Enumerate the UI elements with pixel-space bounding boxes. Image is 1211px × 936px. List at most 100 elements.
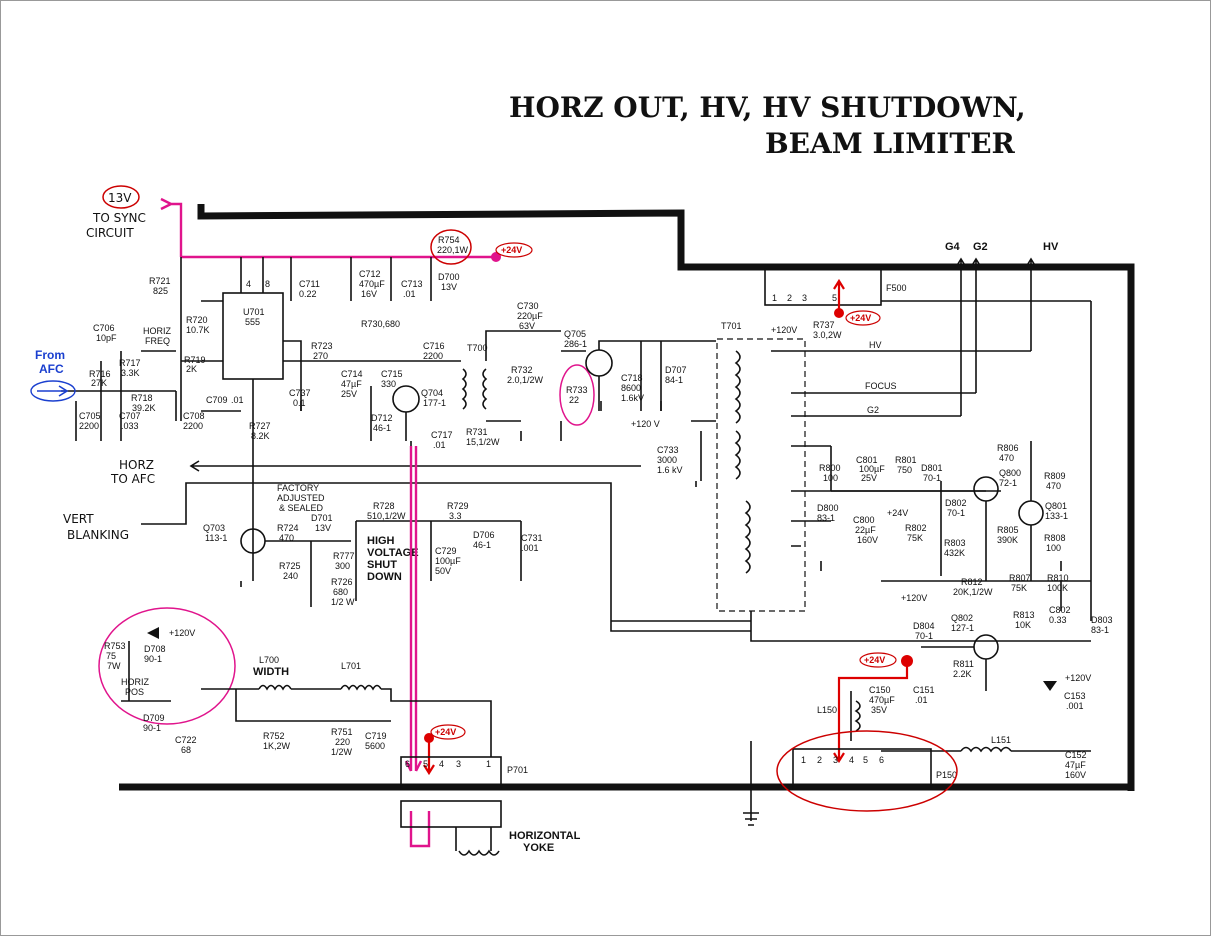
c718-value: 8600: [621, 383, 641, 393]
plus24-a: +24V: [501, 245, 522, 255]
plus24-a-mark: [495, 242, 533, 258]
r753-label: R753: [104, 641, 126, 651]
d708-value: 90-1: [144, 654, 162, 664]
c737-label: C737: [289, 388, 311, 398]
t701-coils: [734, 350, 751, 574]
d709-label: D709: [143, 713, 165, 723]
d700-label: D700: [438, 272, 460, 282]
c801-value: 100µF: [859, 464, 885, 474]
c730-volt: 63V: [519, 321, 535, 331]
vert-blanking-1: VERT: [63, 512, 94, 526]
r729-value: 3.3: [449, 511, 462, 521]
r811-label: R811: [953, 659, 974, 669]
r754-label: R754: [438, 235, 460, 245]
c719-label: C719: [365, 731, 387, 741]
horizontal-yoke-1: HORIZONTAL: [509, 830, 581, 842]
q703-value: 113-1: [205, 533, 227, 543]
vert-blanking-line: [141, 482, 751, 632]
u701-chip: [222, 292, 284, 380]
r719-value: 2K: [186, 364, 197, 374]
r812-label: R812: [961, 577, 983, 587]
r810-value: 100K: [1047, 583, 1068, 593]
horz-to-afc-1: HORZ: [119, 458, 154, 472]
r813-label: R813: [1013, 610, 1035, 620]
r727-label: R727: [249, 421, 271, 431]
r728-label: R728: [373, 501, 395, 511]
plus120-b: +120 V: [631, 419, 660, 429]
c800-label: C800: [853, 515, 875, 525]
u701-pin-8: 8: [265, 279, 270, 289]
r754-value: 220,1W: [437, 245, 469, 255]
l700-label: L700: [259, 655, 279, 665]
to-sync-label-1: TO SYNC: [92, 211, 146, 225]
c714-volt: 25V: [341, 389, 357, 399]
r716-label: R716: [89, 369, 111, 379]
r803-label: R803: [944, 538, 966, 548]
factory-3: & SEALED: [279, 503, 324, 513]
c716-value: 2200: [423, 351, 443, 361]
c729-volt: 50V: [435, 566, 451, 576]
f500-24v-node: [834, 308, 844, 318]
u701-pin-4: 4: [246, 279, 251, 289]
r753-power: 7W: [107, 661, 121, 671]
title-line-1: HORZ OUT, HV, HV SHUTDOWN,: [509, 91, 1026, 124]
high-voltage-1: HIGH: [367, 535, 395, 547]
r723-value: 270: [313, 351, 328, 361]
q802-label: Q802: [951, 613, 973, 623]
p701-connector: [400, 756, 502, 790]
r751-label: R751: [331, 727, 353, 737]
r777-label: R777: [333, 551, 355, 561]
q801-value: 133-1: [1045, 511, 1068, 521]
r719-label: R719: [184, 355, 206, 365]
c801-volt: 25V: [861, 473, 877, 483]
p701-24v-node: [424, 733, 434, 743]
to-sync-label-2: CIRCUIT: [86, 226, 134, 240]
r807-label: R807: [1009, 573, 1031, 583]
r807-value: 75K: [1011, 583, 1027, 593]
r777-value: 300: [335, 561, 350, 571]
r808-label: R808: [1044, 533, 1066, 543]
chassis-border-top: [197, 204, 1135, 791]
width-coil-wiring: [121, 641, 492, 757]
horiz-pos-mark: [98, 607, 236, 725]
r716-value: 27K: [91, 378, 107, 388]
horiz-pos-2: POS: [125, 687, 144, 697]
p150-pin-4: 4: [849, 755, 854, 765]
p701-24v-feed: [423, 739, 435, 776]
r752-label: R752: [263, 731, 285, 741]
c152-volt: 160V: [1065, 770, 1086, 780]
c153-value: .001: [1066, 701, 1084, 711]
r717-label: R717: [119, 358, 141, 368]
p150-mark: [776, 730, 958, 812]
yoke-plug: [400, 800, 502, 828]
f500-pin-1: 1: [772, 293, 777, 303]
c718-label: C718: [621, 373, 643, 383]
p701-pin-3: 3: [456, 759, 461, 769]
d701-label: D701: [311, 513, 333, 523]
f500-connector: [764, 268, 882, 306]
r718-label: R718: [131, 393, 153, 403]
r721-label: R721: [149, 276, 171, 286]
d803-label: D803: [1091, 615, 1113, 625]
r720-value: 10.7K: [186, 325, 210, 335]
ground-symbol: [743, 741, 759, 826]
r808-value: 100: [1046, 543, 1061, 553]
plus120-d-arrow-icon: [1043, 681, 1057, 691]
c731-value: .001: [521, 543, 539, 553]
q802-transistor: [973, 634, 999, 660]
t701-label: T701: [721, 321, 742, 331]
d801-value: 70-1: [923, 473, 941, 483]
plus24-c-mark: [859, 652, 897, 668]
left-input-wiring: [61, 350, 241, 441]
focus-label: FOCUS: [865, 381, 897, 391]
r812-value: 20K,1/2W: [953, 587, 993, 597]
r809-value: 470: [1046, 481, 1061, 491]
t701-flyback: [716, 338, 806, 612]
r729-label: R729: [447, 501, 469, 511]
r806-value: 470: [999, 453, 1014, 463]
d706-label: D706: [473, 530, 495, 540]
r732-label: R732: [511, 365, 533, 375]
c731-label: C731: [521, 533, 543, 543]
c708-label: C708: [183, 411, 205, 421]
